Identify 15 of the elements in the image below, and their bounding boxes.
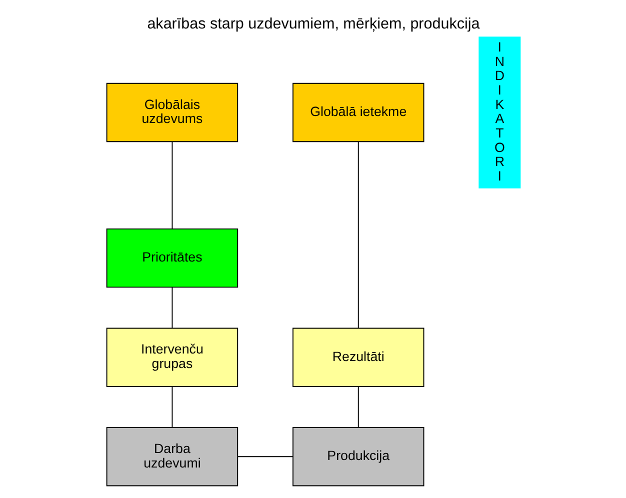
connector [357, 386, 358, 428]
node-box: Globālais uzdevums [106, 82, 238, 142]
node-box: Rezultāti [292, 328, 424, 387]
connector [171, 286, 172, 328]
node-box: Intervenču grupas [106, 328, 238, 387]
node-box: Prioritātes [106, 228, 238, 288]
connector [357, 141, 358, 329]
node-box: Darba uzdevumi [106, 427, 238, 486]
node-box: INDIKATORI [478, 36, 520, 188]
node-box: Globālā ietekme [292, 82, 424, 142]
connector [171, 141, 172, 230]
connector [236, 456, 293, 458]
diagram-title: akarības starp uzdevumiem, mērķiem, produkcija [146, 15, 480, 32]
node-box: Produkcija [292, 427, 424, 486]
connector [171, 386, 172, 428]
